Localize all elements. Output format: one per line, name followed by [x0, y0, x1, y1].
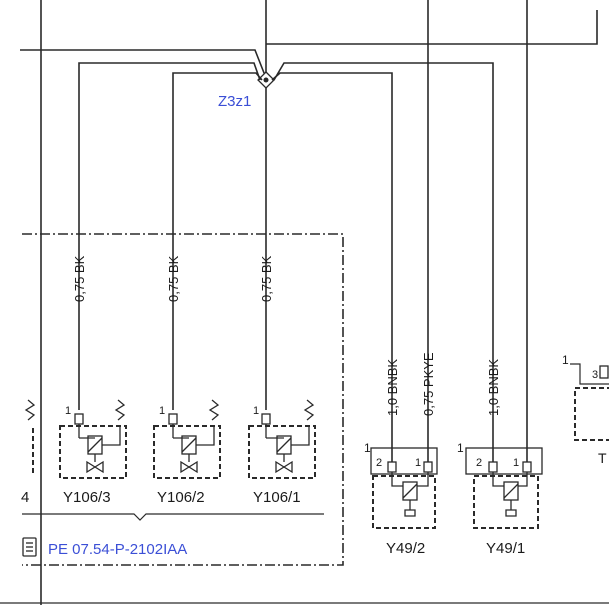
wire-spec-label: 0,75 BK — [166, 255, 181, 302]
valve-partial-left — [24, 399, 36, 476]
pin-label: 1 — [562, 353, 569, 367]
wire-branch-y49-1 — [273, 62, 494, 468]
pin-label: 1 — [415, 457, 421, 469]
pin-label: 2 — [376, 457, 382, 469]
junction-label: Z3z1 — [218, 93, 251, 110]
junction-z3z1 — [257, 71, 275, 89]
wire-branch-y106-2 — [172, 72, 263, 410]
wire-feed-left — [20, 49, 267, 79]
wire-spec-label: 0,75 PKYE — [421, 352, 436, 416]
component-label-y106-3: Y106/3 — [63, 489, 111, 506]
group-bracket — [22, 513, 324, 521]
wire-spec-label: 1,0 BNBK — [385, 359, 400, 416]
valve-y106-3 — [59, 399, 127, 479]
pin-label: 1 — [513, 457, 519, 469]
wire-branch-y106-3 — [78, 62, 261, 410]
pin-label: 2 — [476, 457, 482, 469]
wire-branch-y49-2 — [271, 72, 393, 468]
pin-label: 1 — [65, 405, 71, 417]
wire-top-right — [266, 10, 598, 45]
valve-y106-1 — [248, 399, 316, 479]
component-label-partial-right: T — [598, 450, 607, 466]
pin-label: 1 — [253, 405, 259, 417]
wire-spec-label: 1,0 BNBK — [486, 359, 501, 416]
component-label-y49-1: Y49/1 — [486, 540, 525, 557]
valve-y49-1 — [465, 447, 543, 529]
pin-label: 1 — [457, 441, 464, 455]
component-label-y49-2: Y49/2 — [386, 540, 425, 557]
pin-label: 3 — [592, 369, 598, 381]
pin-label: 1 — [364, 441, 371, 455]
valve-y49-2 — [370, 447, 438, 529]
pin-label: 1 — [159, 405, 165, 417]
wire-spec-label: 0,75 BK — [259, 255, 274, 302]
component-label-y106-1: Y106/1 — [253, 489, 301, 506]
component-partial-right — [570, 363, 609, 441]
component-label-partial: 4 — [21, 489, 29, 506]
wire-spec-label: 0,75 BK — [72, 255, 87, 302]
group-boundary — [22, 233, 344, 566]
valve-y106-2 — [153, 399, 221, 479]
document-reference-icon — [22, 537, 37, 557]
component-label-y106-2: Y106/2 — [157, 489, 205, 506]
reference-link[interactable]: PE 07.54-P-2102IAA — [48, 541, 187, 558]
